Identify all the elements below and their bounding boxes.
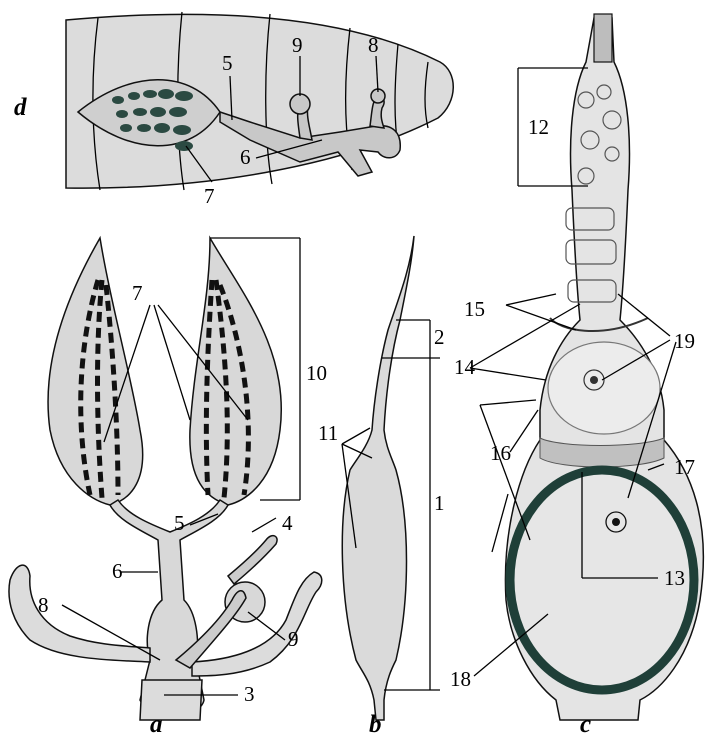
label-b-11: 11: [318, 421, 338, 445]
panel-b-ovariole-drawing: [342, 236, 414, 720]
label-d-5: 5: [222, 51, 233, 75]
label-a-9: 9: [288, 627, 299, 651]
panel-d-letter: d: [14, 94, 27, 121]
label-b-1: 1: [434, 491, 445, 515]
panel-d-abdomen-drawing: [66, 12, 453, 190]
label-a-7: 7: [132, 281, 143, 305]
panel-b-letter: b: [369, 711, 382, 738]
panel-a-ovaries-drawing: [9, 238, 322, 720]
label-c-16: 16: [490, 441, 511, 465]
label-d-8: 8: [368, 33, 379, 57]
label-a-6: 6: [112, 559, 123, 583]
label-a-4: 4: [282, 511, 293, 535]
label-c-12: 12: [528, 115, 549, 139]
panel-a-letter: a: [150, 711, 163, 738]
panel-c-letter: c: [580, 711, 591, 738]
label-b-2: 2: [434, 325, 445, 349]
label-d-9: 9: [292, 33, 303, 57]
label-c-19: 19: [674, 329, 695, 353]
label-d-6: 6: [240, 145, 251, 169]
label-a-8: 8: [38, 593, 49, 617]
label-c-13: 13: [664, 566, 685, 590]
label-c-18: 18: [450, 667, 471, 691]
label-a-10: 10: [306, 361, 327, 385]
label-a-5: 5: [174, 511, 185, 535]
label-d-7: 7: [204, 184, 215, 208]
label-c-15: 15: [464, 297, 485, 321]
label-c-14: 14: [454, 355, 476, 379]
label-c-17: 17: [674, 455, 695, 479]
label-a-3: 3: [244, 682, 255, 706]
